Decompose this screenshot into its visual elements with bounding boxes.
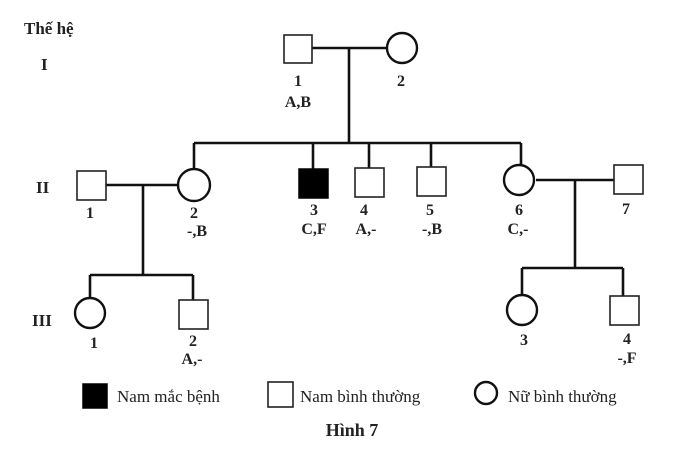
legend-affected-male-icon — [82, 383, 108, 409]
individual-III4-male — [609, 295, 640, 326]
label-III3: 3 — [520, 332, 528, 349]
individual-II1-male — [76, 170, 107, 201]
genotype-III4: -,F — [617, 350, 636, 367]
figure-caption: Hình 7 — [326, 420, 379, 440]
label-II2: 2 — [190, 205, 198, 222]
individual-II5-male — [416, 166, 447, 197]
legend: Nam mắc bệnh Nam bình thường Nữ bình thư… — [82, 380, 617, 409]
label-III4: 4 — [623, 331, 631, 348]
label-I1: 1 — [294, 73, 302, 90]
individual-II7-male — [613, 164, 644, 195]
legend-normal-female-icon — [473, 380, 499, 406]
individual-I1-male — [283, 34, 313, 64]
genotype-II3: C,F — [301, 221, 327, 238]
genotype-III2: A,- — [182, 351, 203, 368]
label-II4: 4 — [360, 202, 368, 219]
generation-label-I: I — [41, 55, 48, 74]
genotype-I1: A,B — [285, 94, 312, 111]
genotype-II4: A,- — [356, 221, 377, 238]
label-II5: 5 — [426, 202, 434, 219]
genotype-II2: -,B — [187, 223, 207, 240]
individual-II4-male — [354, 167, 385, 198]
individual-II6-female — [502, 163, 536, 197]
label-III2: 2 — [189, 333, 197, 350]
legend-label-affected-male: Nam mắc bệnh — [117, 387, 220, 406]
individual-I2-female — [385, 31, 419, 65]
label-II7: 7 — [622, 201, 630, 218]
legend-label-normal-male: Nam bình thường — [300, 387, 421, 406]
legend-label-normal-female: Nữ bình thường — [508, 387, 617, 406]
individual-III3-female — [505, 293, 539, 327]
label-II6: 6 — [515, 202, 523, 219]
legend-normal-male-icon — [267, 381, 294, 408]
individual-II2-female — [176, 167, 212, 203]
label-II3: 3 — [310, 202, 318, 219]
label-II1: 1 — [86, 205, 94, 222]
individual-III1-female — [73, 296, 107, 330]
label-I2: 2 — [397, 73, 405, 90]
genotype-II5: -,B — [422, 221, 442, 238]
individual-II3-affected-male — [298, 168, 329, 199]
genotype-II6: C,- — [508, 221, 529, 238]
generation-heading: Thế hệ — [24, 19, 74, 38]
individual-III2-male — [178, 299, 209, 330]
label-III1: 1 — [90, 335, 98, 352]
generation-label-II: II — [36, 178, 50, 197]
generation-label-III: III — [32, 311, 52, 330]
